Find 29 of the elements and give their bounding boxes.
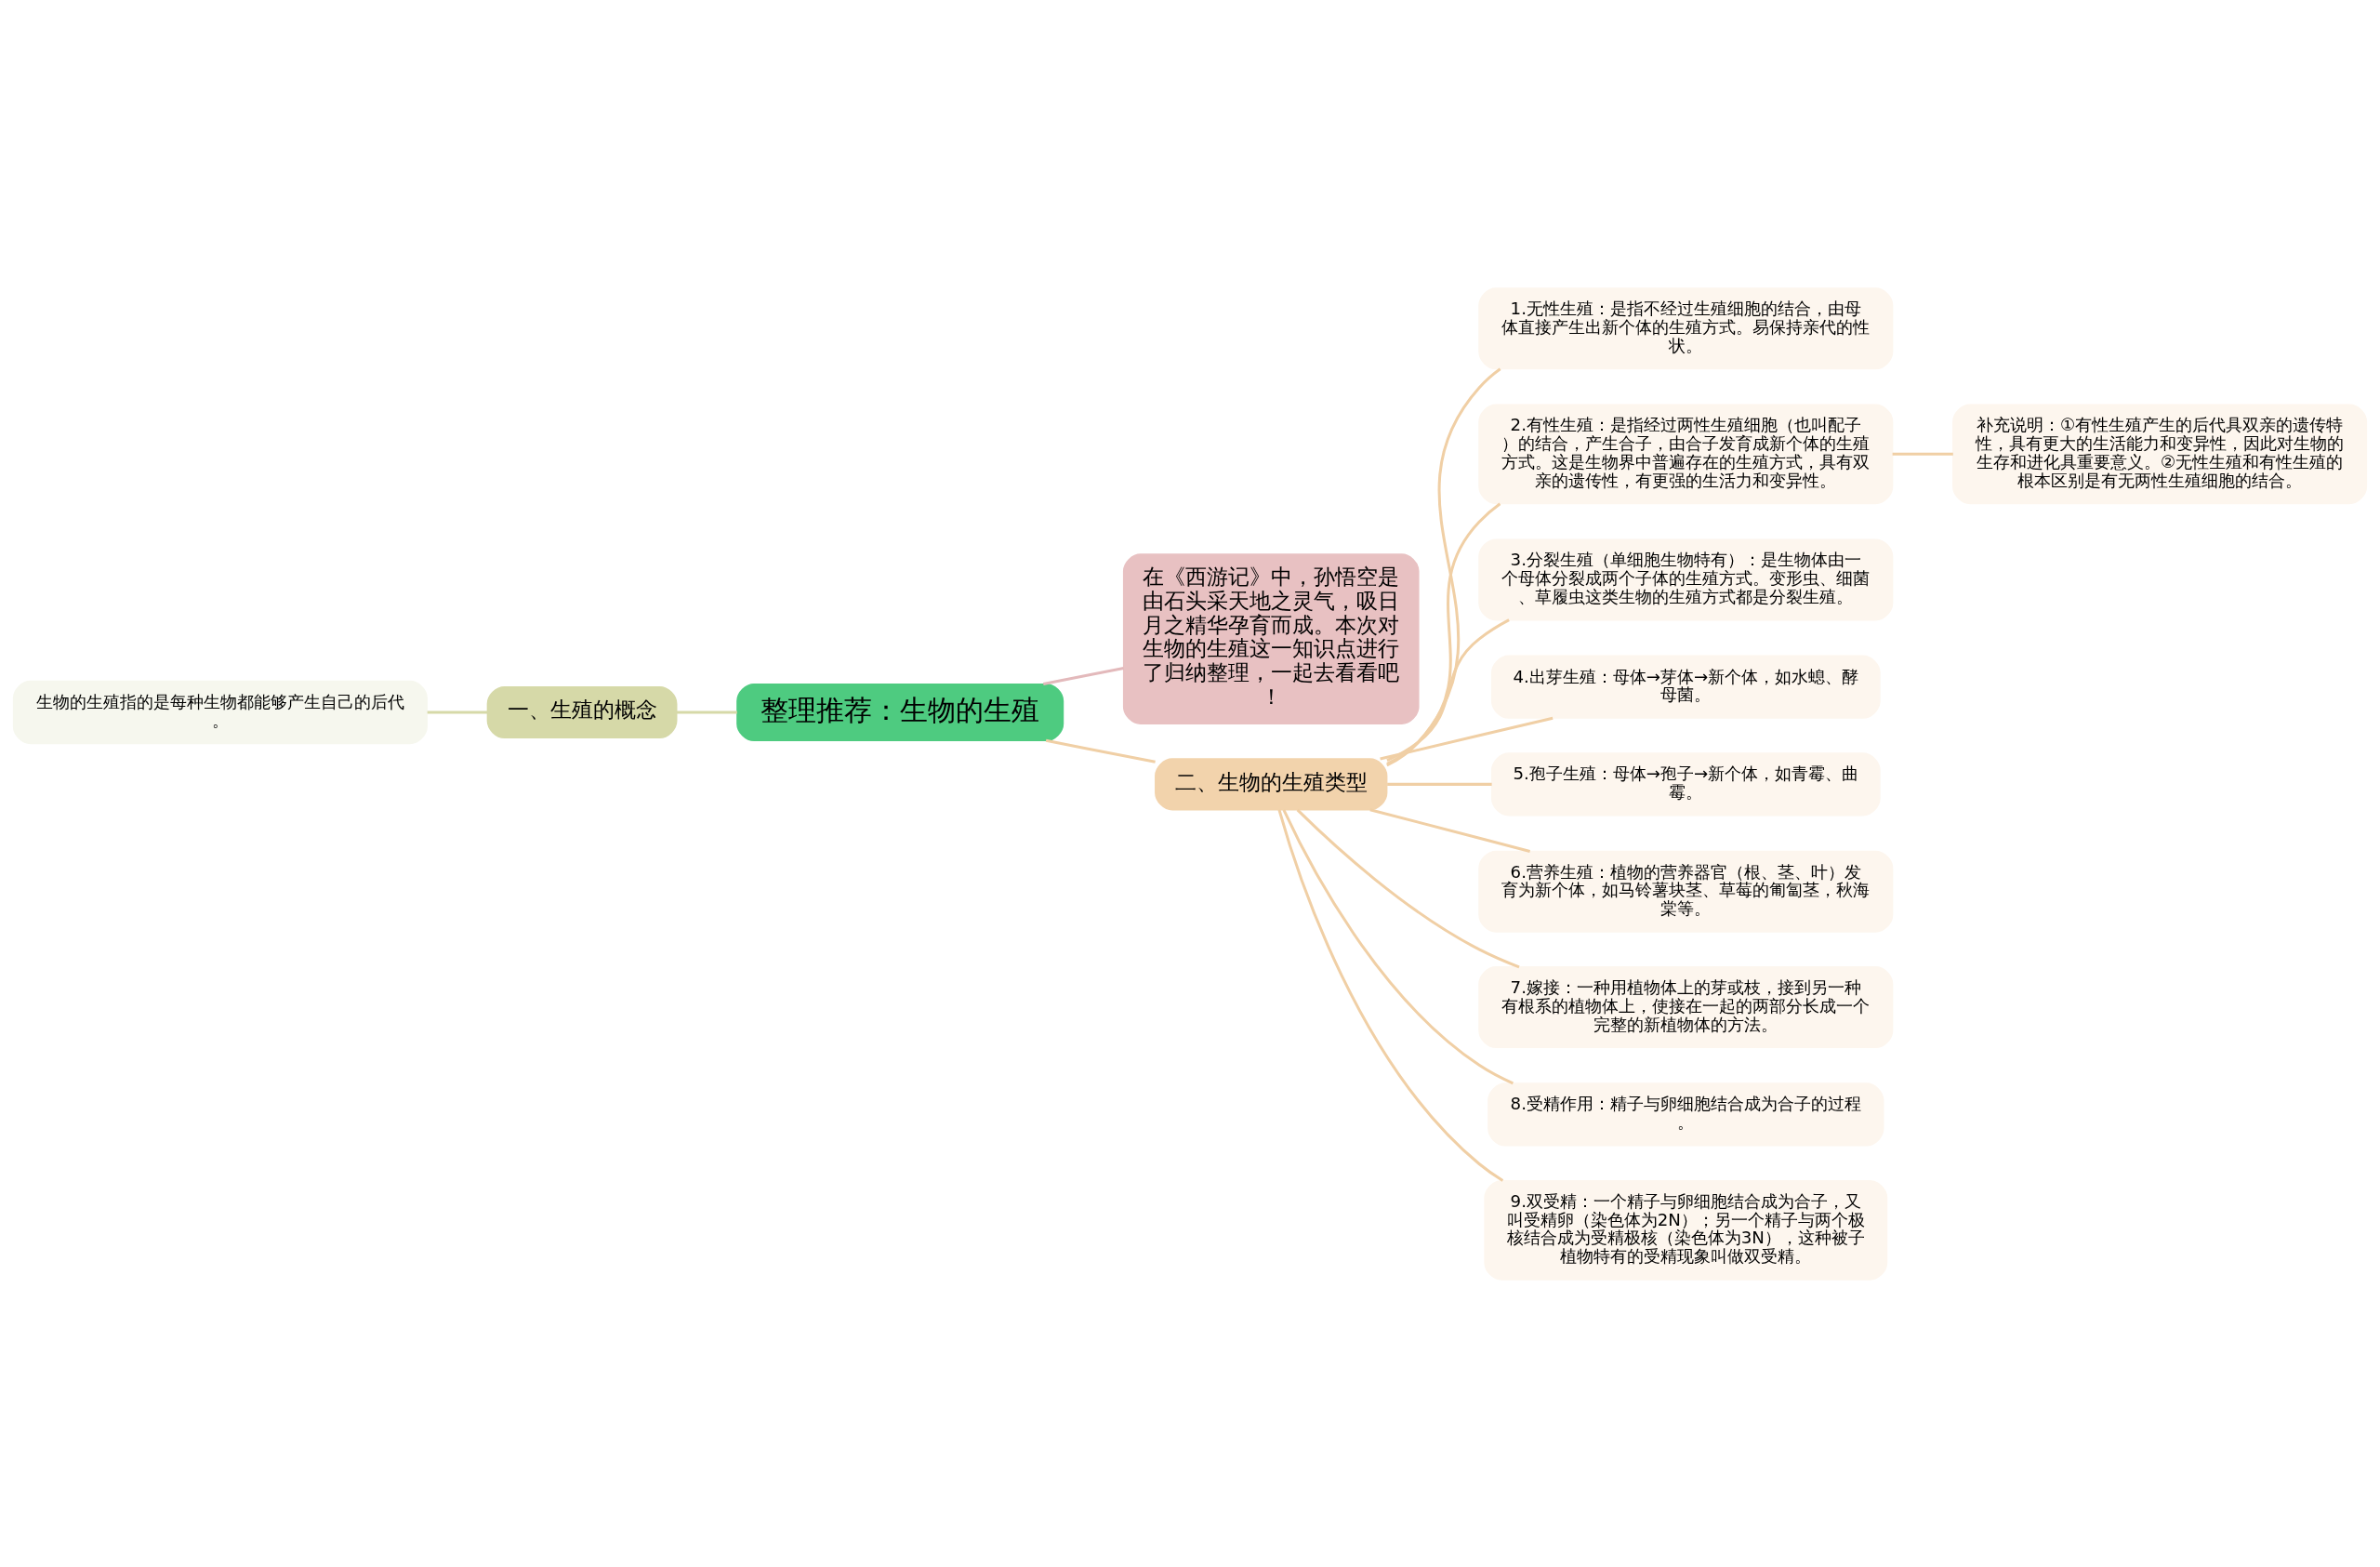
- node-box: 1.无性生殖：是指不经过生殖细胞的结合，由母体直接产生出新个体的生殖方式。易保持亲代的性状。: [1478, 286, 1894, 369]
- node-box: 8.受精作用：精子与卵细胞结合成为合子的过程。: [1488, 1082, 1884, 1147]
- node-box: 在《西游记》中，孙悟空是由石头采天地之灵气，吸日月之精华孕育而成。本次对生物的生殖这一知识点进行了归纳整理，一起去看看吧！: [1122, 552, 1420, 724]
- connector: [1892, 452, 1953, 456]
- connector: [1045, 738, 1156, 764]
- node-box: 7.嫁接：一种用植物体上的芽或枝，接到另一种有根系的植物体上，使接在一起的两部分长成一个完整的新植物体的方法。: [1478, 965, 1894, 1048]
- node-box: 补充说明：①有性生殖产生的后代具双亲的遗传特性，具有更大的生活能力和变异性，因此对生物的生存和进化具重要意义。②无性生殖和有性生殖的根本区别是有无两性生殖细胞的结合。: [1952, 404, 2368, 504]
- connector: [676, 710, 737, 713]
- node-box: 一、生殖的概念: [486, 685, 678, 738]
- node-box: 3.分裂生殖（单细胞生物特有）：是生物体由一个母体分裂成两个子体的生殖方式。变形虫、细菌、草履虫这类生物的生殖方式都是分裂生殖。: [1478, 538, 1894, 620]
- connector: [1282, 808, 1514, 1084]
- connector: [1386, 502, 1501, 765]
- connector: [427, 710, 488, 713]
- connector: [1277, 808, 1504, 1182]
- connector: [1386, 618, 1510, 762]
- node-box: 整理推荐：生物的生殖: [736, 683, 1064, 741]
- node-box: 6.营养生殖：植物的营养器官（根、茎、叶）发育为新个体，如马铃薯块茎、草莓的匍匐茎，秋海棠等。: [1478, 850, 1894, 933]
- connector: [1369, 807, 1531, 853]
- connector: [1042, 666, 1124, 685]
- node-box: 5.孢子生殖：母体→孢子→新个体，如青霉、曲霉。: [1490, 751, 1881, 816]
- connector: [1387, 782, 1492, 786]
- node-box: 9.双受精：一个精子与卵细胞结合成为合子，又叫受精卵（染色体为2N）；另一个精子与两个极核结合成为受精极核（染色体为3N），这种被子植物特有的受精现象叫做双受精。: [1484, 1179, 1888, 1281]
- node-box: 生物的生殖指的是每种生物都能够产生自己的后代。: [12, 680, 428, 744]
- node-box: 二、生物的生殖类型: [1155, 757, 1388, 810]
- connector: [1380, 716, 1554, 760]
- connector: [1296, 808, 1520, 968]
- node-box: 4.出芽生殖：母体→芽体→新个体，如水螅、酵母菌。: [1490, 655, 1881, 719]
- node-box: 2.有性生殖：是指经过两性生殖细胞（也叫配子）的结合，产生合子，由合子发育成新个体的生殖方式。这是生物界中普遍存在的生殖方式，具有双亲的遗传性，有更强的生活力和变异性。: [1478, 404, 1894, 504]
- connector: [1386, 367, 1501, 766]
